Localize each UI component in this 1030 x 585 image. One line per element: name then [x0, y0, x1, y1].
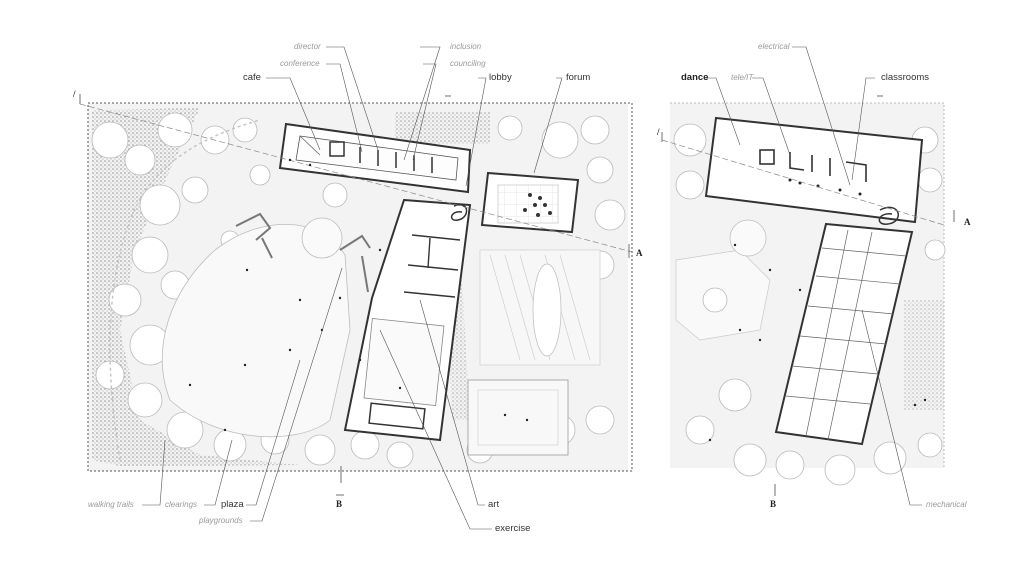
- section-mark-left-a: A: [636, 248, 643, 258]
- building-north-wing-right: [704, 116, 924, 224]
- forum-building: [480, 171, 580, 234]
- people-figures-right: [708, 243, 927, 442]
- section-mark-left-b: B: [336, 499, 343, 509]
- label-forum: forum: [566, 72, 591, 83]
- label-mechanical: mechanical: [926, 500, 967, 509]
- plaza-circle: [301, 217, 343, 259]
- label-director: director: [294, 42, 321, 51]
- clearing: [161, 223, 351, 438]
- building-south-wing-right: [774, 222, 914, 446]
- label-counciling: counciling: [450, 59, 486, 68]
- label-cafe: cafe: [243, 72, 261, 83]
- building-south-wing-left: [343, 198, 472, 442]
- section-mark-right-a-start: /: [657, 127, 660, 137]
- section-mark-left-a-start: /: [73, 89, 76, 99]
- label-conference: conference: [280, 59, 320, 68]
- label-exercise: exercise: [495, 523, 531, 534]
- playground-structures: [235, 212, 371, 293]
- label-classrooms: classrooms: [881, 72, 930, 83]
- label-playgrounds: playgrounds: [199, 516, 243, 525]
- label-plaza: plaza: [221, 499, 244, 510]
- section-mark-right-b: B: [770, 499, 777, 509]
- site-boundary: [87, 102, 633, 472]
- label-electrical: electrical: [758, 42, 790, 51]
- people-figures-left: [188, 158, 529, 432]
- section-lines-right: [661, 95, 955, 496]
- leader-lines: [142, 46, 922, 530]
- label-lobby: lobby: [489, 72, 512, 83]
- right-site-plan: [661, 95, 955, 496]
- section-mark-right-a: A: [964, 217, 971, 227]
- label-walking-trails: walking trails: [88, 500, 134, 509]
- left-site-plan: [79, 94, 633, 496]
- label-tele-it: tele/IT: [731, 73, 754, 82]
- label-dance: dance: [681, 72, 709, 83]
- section-lines-left: [79, 94, 633, 496]
- building-north-wing-left: [278, 122, 472, 194]
- woodland-north: [395, 112, 490, 144]
- label-inclusion: inclusion: [450, 42, 482, 51]
- label-art: art: [488, 499, 500, 510]
- label-clearings: clearings: [165, 500, 198, 509]
- sports-court: [467, 379, 569, 456]
- walking-trail: [109, 119, 261, 461]
